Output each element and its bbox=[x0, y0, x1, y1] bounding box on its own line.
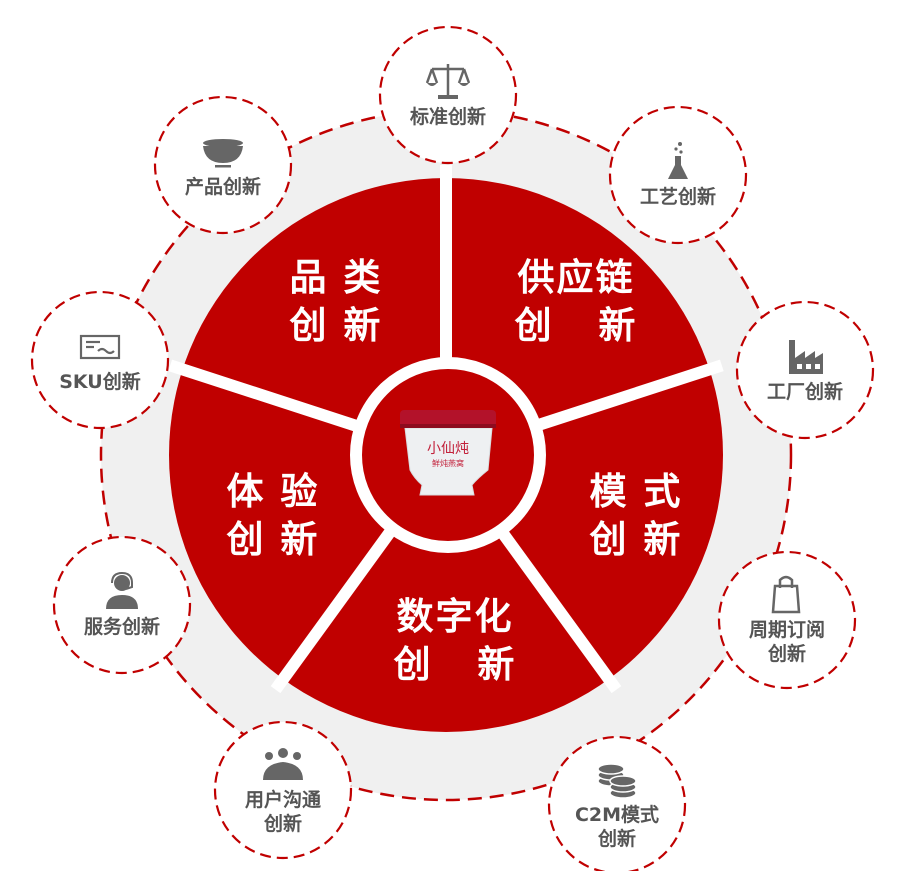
segment-supply-chain-innovation: 供应链 创 新 bbox=[514, 256, 638, 347]
node-label: 周期订阅 创新 bbox=[748, 619, 825, 665]
node-factory-innovation: 工厂创新 bbox=[737, 302, 873, 438]
node-user-communication-innovation: 用户沟通 创新 bbox=[215, 722, 351, 858]
node-label: 服务创新 bbox=[83, 616, 160, 638]
node-dashed-circle bbox=[30, 290, 170, 430]
svg-text:鲜炖燕窝: 鲜炖燕窝 bbox=[432, 458, 464, 468]
headset-user-icon bbox=[106, 571, 138, 609]
card-icon bbox=[79, 334, 121, 360]
segment-divider bbox=[488, 516, 622, 694]
segment-digital-innovation: 数字化 创 新 bbox=[393, 595, 517, 686]
node-service-innovation: 服务创新 bbox=[54, 537, 190, 673]
node-subscription-innovation: 周期订阅 创新 bbox=[719, 552, 855, 688]
scale-icon bbox=[426, 64, 470, 99]
node-label: C2M模式 创新 bbox=[574, 804, 660, 850]
node-c2m-innovation: C2M模式 创新 bbox=[549, 737, 685, 871]
node-dashed-circle bbox=[213, 720, 353, 860]
node-label: SKU创新 bbox=[59, 371, 141, 393]
node-dashed-circle bbox=[717, 550, 857, 690]
segment-divider bbox=[270, 516, 404, 694]
node-label: 标准创新 bbox=[409, 106, 486, 128]
node-dashed-circle bbox=[547, 735, 687, 871]
node-standard-innovation: 标准创新 bbox=[380, 27, 516, 163]
shopping-bag-icon bbox=[771, 575, 801, 614]
people-icon bbox=[263, 748, 303, 780]
svg-text:小仙炖: 小仙炖 bbox=[427, 441, 469, 457]
node-label: 工艺创新 bbox=[639, 186, 716, 208]
segment-divider bbox=[168, 359, 372, 436]
factory-icon bbox=[789, 340, 823, 374]
segment-dividers bbox=[168, 165, 724, 694]
bowl-icon bbox=[203, 139, 243, 168]
flask-icon bbox=[668, 142, 688, 179]
segment-category-innovation: 品 类 创 新 bbox=[289, 256, 383, 347]
segment-experience-innovation: 体 验 创 新 bbox=[226, 470, 320, 561]
segment-model-innovation: 模 式 创 新 bbox=[589, 470, 683, 561]
product-jar-image: 小仙炖 鲜炖燕窝 bbox=[400, 410, 496, 496]
segment-divider bbox=[520, 359, 724, 436]
node-sku-innovation: SKU创新 bbox=[32, 292, 168, 428]
node-product-innovation: 产品创新 bbox=[155, 97, 291, 233]
coins-icon bbox=[597, 763, 637, 799]
node-process-innovation: 工艺创新 bbox=[610, 107, 746, 243]
node-label: 用户沟通 创新 bbox=[244, 789, 321, 835]
node-label: 工厂创新 bbox=[766, 381, 843, 403]
node-label: 产品创新 bbox=[184, 176, 261, 198]
